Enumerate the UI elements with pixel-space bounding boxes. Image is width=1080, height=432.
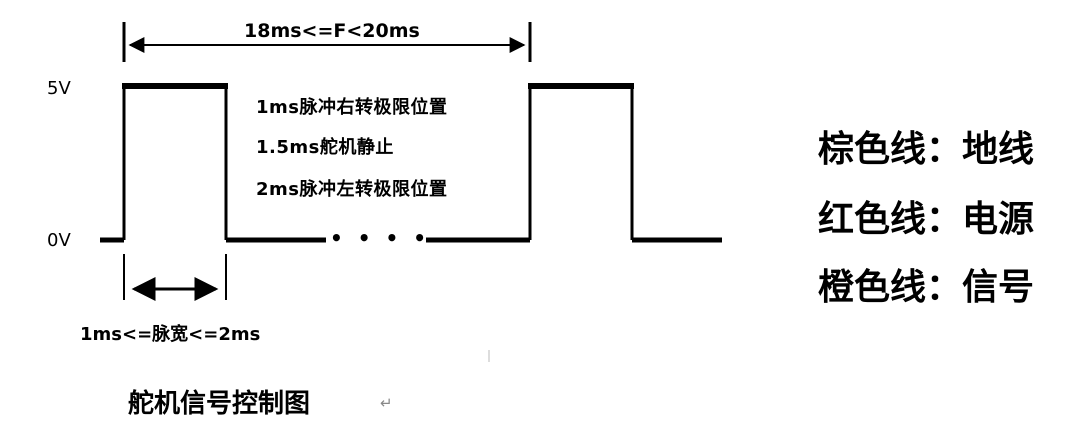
legend-wire-name: 橙色线	[818, 267, 927, 308]
note-left-limit: 2ms脉冲左转极限位置	[256, 179, 448, 200]
legend-wire-role: 地线	[962, 129, 1035, 170]
legend-wire-role: 信号	[962, 267, 1035, 308]
legend-brown-wire: 棕色线：地线	[818, 120, 1034, 172]
period-label: 18ms<=F<20ms	[244, 20, 420, 42]
high-level-label: 5V	[47, 78, 71, 99]
return-mark: ↵	[380, 394, 393, 412]
period-dimension	[122, 22, 532, 62]
legend-wire-role: 电源	[962, 199, 1035, 240]
pulse-width-label: 1ms<=脉宽<=2ms	[80, 324, 261, 345]
legend-wire-name: 红色线	[818, 199, 927, 240]
legend-red-wire: 红色线：电源	[818, 190, 1034, 242]
diagram-caption: 舵机信号控制图	[128, 389, 311, 419]
note-servo-stop: 1.5ms舵机静止	[256, 137, 394, 158]
legend-wire-name: 棕色线	[818, 129, 927, 170]
note-right-limit: 1ms脉冲右转极限位置	[256, 97, 448, 118]
pulse-width-dimension	[123, 254, 227, 301]
low-level-label: 0V	[47, 230, 71, 251]
waveform	[100, 83, 722, 243]
legend-separator: ：	[926, 267, 963, 308]
legend-separator: ：	[926, 129, 963, 170]
gap-dots: • • • •	[330, 226, 431, 250]
legend-orange-wire: 橙色线：信号	[818, 258, 1034, 310]
legend-separator: ：	[926, 199, 963, 240]
